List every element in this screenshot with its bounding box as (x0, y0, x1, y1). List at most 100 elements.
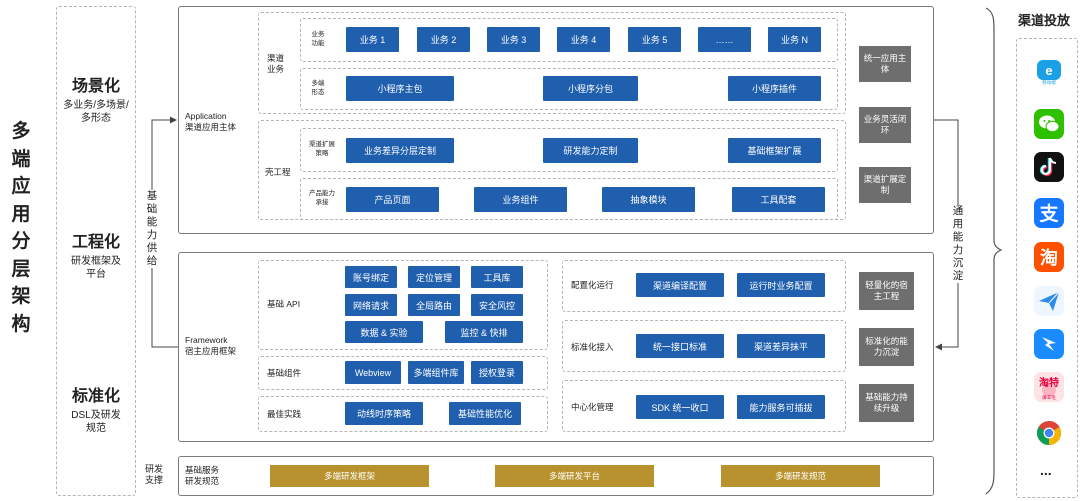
application-label-en: Application (185, 111, 227, 121)
taote-caption: 淘特 (1039, 378, 1059, 389)
taobao-icon[interactable]: 淘 (1034, 242, 1064, 272)
std-access-group: 标准化接入 (562, 320, 846, 372)
central-pluggable[interactable]: 能力服务可插拔 (737, 395, 825, 419)
comp-auth-login[interactable]: 授权登录 (471, 361, 523, 384)
layer-scene-head: 场景化 (71, 78, 120, 95)
biz-item-3[interactable]: 业务 3 (487, 27, 540, 52)
channel-business-group: 渠道业务 (258, 12, 846, 114)
config-runtime-biz[interactable]: 运行时业务配置 (737, 273, 825, 297)
api-security[interactable]: 安全风控 (471, 294, 523, 316)
svg-text:支: 支 (1038, 203, 1059, 225)
ext-item-2[interactable]: 研发能力定制 (543, 138, 638, 163)
prod-item-1[interactable]: 产品页面 (346, 187, 439, 212)
mini-program-sub[interactable]: 小程序分包 (543, 76, 638, 101)
fw-right-box-1: 轻量化的宿主工程 (859, 272, 914, 310)
supply-label: 基础能力供给 (146, 190, 158, 268)
support-platform[interactable]: 多端研发平台 (495, 465, 654, 487)
std-unified-interface[interactable]: 统一接口标准 (636, 334, 724, 358)
framework-label-en: Framework (185, 335, 228, 345)
framework-label: Framework 宿主应用框架 (185, 335, 236, 357)
best-perf-optimize[interactable]: 基础性能优化 (449, 402, 521, 425)
config-channel-compile[interactable]: 渠道编译配置 (636, 273, 724, 297)
ext-item-1[interactable]: 业务差异分层定制 (346, 138, 454, 163)
layer-standard-head: 标准化 (71, 388, 120, 405)
support-inner-label-2: 研发规范 (185, 476, 220, 486)
biz-function-row: 业务功能 (300, 18, 838, 62)
svg-text:e: e (1045, 63, 1052, 78)
biz-item-1[interactable]: 业务 1 (346, 27, 399, 52)
prod-item-4[interactable]: 工具配套 (732, 187, 825, 212)
biz-item-2[interactable]: 业务 2 (417, 27, 470, 52)
base-comp-label: 基础组件 (267, 368, 302, 378)
mini-program-main[interactable]: 小程序主包 (346, 76, 454, 101)
taote-small: 薅羊毛 (1042, 395, 1056, 400)
biz-item-4[interactable]: 业务 4 (557, 27, 610, 52)
app-right-box-1: 统一应用主体 (859, 46, 911, 82)
ext-item-3[interactable]: 基础框架扩展 (728, 138, 821, 163)
dingtalk-icon[interactable] (1034, 329, 1064, 359)
config-run-group: 配置化运行 (562, 260, 846, 312)
application-label: Application 渠道应用主体 (185, 111, 236, 133)
layer-engineering-sub: 研发框架及平台 (71, 256, 121, 280)
support-spec[interactable]: 多端研发规范 (721, 465, 880, 487)
comp-multiend-lib[interactable]: 多端组件库 (408, 361, 464, 384)
ext-strategy-label: 渠道扩展策略 (309, 141, 335, 157)
wechat-icon[interactable] (1034, 109, 1064, 139)
layer-engineering: 工程化 研发框架及平台 (57, 233, 135, 281)
douyin-icon[interactable] (1034, 152, 1064, 182)
channels-title: 渠道投放 (1018, 13, 1071, 28)
api-network[interactable]: 网络请求 (345, 294, 397, 316)
std-access-label: 标准化接入 (571, 342, 614, 352)
api-account-binding[interactable]: 账号绑定 (345, 266, 397, 288)
layer-standard-sub: DSL及研发规范 (71, 410, 121, 434)
chrome-icon[interactable] (1034, 418, 1064, 448)
product-label: 产品能力承接 (309, 190, 335, 206)
api-toolkit[interactable]: 工具库 (471, 266, 523, 288)
fw-right-box-3: 基础能力持续升级 (859, 384, 914, 422)
central-sdk[interactable]: SDK 统一收口 (636, 395, 724, 419)
support-inner-label: 基础服务 研发规范 (185, 465, 219, 487)
settle-label: 通用能力沉淀 (952, 205, 964, 283)
layer-scene-sub: 多业务/多场景/多形态 (63, 100, 129, 124)
prod-item-2[interactable]: 业务组件 (474, 187, 567, 212)
api-monitoring[interactable]: 监控 & 快排 (445, 321, 523, 343)
support-label: 研发支撑 (145, 464, 164, 485)
prod-item-3[interactable]: 抽象模块 (602, 187, 695, 212)
api-location[interactable]: 定位管理 (408, 266, 460, 288)
biz-item-ellipsis[interactable]: …… (698, 27, 751, 52)
biz-item-5[interactable]: 业务 5 (628, 27, 681, 52)
multi-form-row: 多端形态 (300, 68, 838, 110)
channel-business-label: 渠道业务 (267, 53, 285, 74)
product-row: 产品能力承接 (300, 178, 838, 220)
main-title: 多端应用分层架构 (11, 121, 31, 335)
comp-webview[interactable]: Webview (345, 361, 401, 384)
taote-icon[interactable]: 淘特 薅羊毛 (1034, 372, 1064, 402)
app-right-box-3: 渠道扩展定制 (859, 167, 911, 203)
config-run-label: 配置化运行 (571, 280, 614, 290)
enet-caption: 移动端 (1042, 80, 1056, 85)
api-router[interactable]: 全局路由 (408, 294, 460, 316)
left-layers-panel: 场景化 多业务/多场景/多形态 工程化 研发框架及平台 标准化 DSL及研发规范 (56, 6, 136, 496)
layer-engineering-head: 工程化 (71, 234, 120, 251)
alipay-icon[interactable]: 支 (1034, 198, 1064, 228)
base-api-group: 基础 API (258, 260, 548, 350)
central-mgmt-group: 中心化管理 (562, 380, 846, 432)
best-route-strategy[interactable]: 动线时序策略 (345, 402, 423, 425)
layer-standard: 标准化 DSL及研发规范 (57, 387, 135, 435)
feishu-plane-icon[interactable] (1034, 286, 1064, 316)
api-data-experiment[interactable]: 数据 & 实验 (345, 321, 423, 343)
base-comp-group: 基础组件 (258, 356, 548, 390)
mini-program-plugin[interactable]: 小程序插件 (728, 76, 821, 101)
enet-icon[interactable]: e 移动端 (1034, 58, 1064, 88)
best-practice-label: 最佳实践 (267, 409, 302, 419)
biz-function-label: 业务功能 (311, 31, 325, 47)
central-mgmt-label: 中心化管理 (571, 402, 614, 412)
support-framework[interactable]: 多端研发框架 (270, 465, 429, 487)
multi-form-label: 多端形态 (311, 80, 325, 96)
app-right-box-2: 业务灵活闭环 (859, 107, 911, 143)
std-channel-diff[interactable]: 渠道差异抹平 (737, 334, 825, 358)
base-api-label: 基础 API (267, 299, 301, 309)
application-label-cn: 渠道应用主体 (185, 122, 237, 132)
fw-right-box-2: 标准化的能力沉淀 (859, 328, 914, 366)
biz-item-n[interactable]: 业务 N (768, 27, 821, 52)
